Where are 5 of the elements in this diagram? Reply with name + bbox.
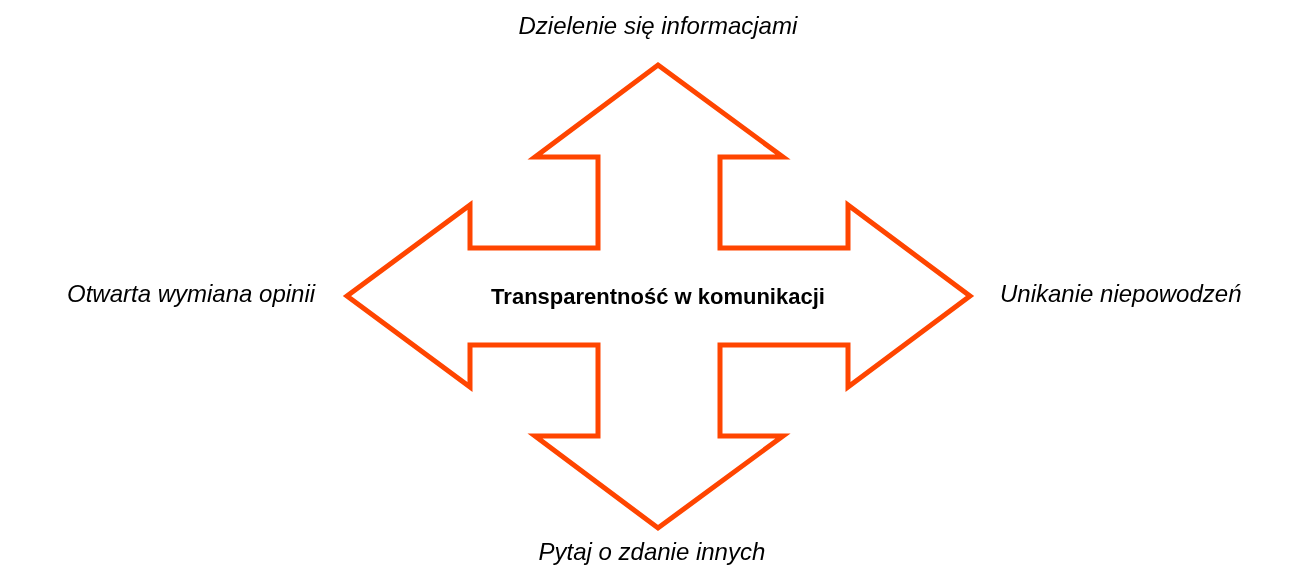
- direction-caption: Otwarta wymiana opinii: [67, 280, 316, 308]
- direction-caption: Unikanie niepowodzeń: [1000, 280, 1242, 308]
- center-text: Transparentność w komunikacji: [491, 284, 825, 310]
- direction-caption: Pytaj o zdanie innych: [538, 538, 766, 566]
- direction-caption: Dzielenie się informacjami: [518, 12, 798, 40]
